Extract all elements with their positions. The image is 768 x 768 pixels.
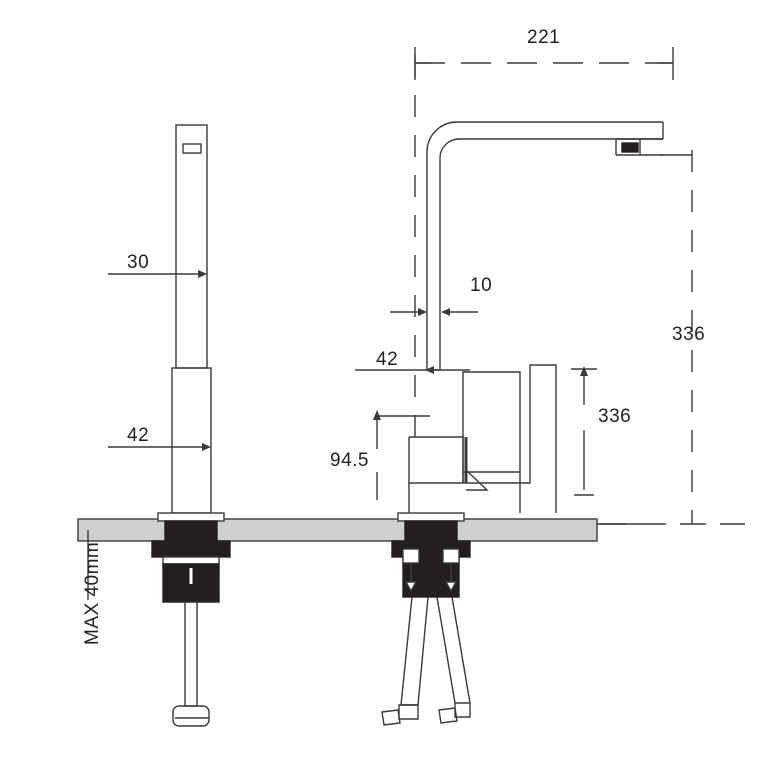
dimension-221-line [414, 47, 674, 80]
supply-hoses [381, 596, 471, 726]
dimension-label-10: 10 [470, 275, 493, 296]
dimension-42-right-leader [355, 366, 470, 374]
dimension-label-42-right: 42 [376, 349, 399, 370]
dimension-30-leader [108, 270, 207, 278]
dimension-label-336-right: 336 [672, 324, 706, 345]
left-valve-body [171, 367, 212, 514]
dimension-label-max-40mm: MAX 40mm [82, 541, 103, 645]
dimension-336-arrow [571, 366, 597, 496]
spout-arm [426, 121, 664, 371]
dimension-label-42-left: 42 [127, 425, 150, 446]
dimension-label-30: 30 [127, 252, 150, 273]
dimension-label-94-5: 94.5 [330, 450, 369, 471]
dimension-10-arrows [390, 308, 478, 316]
dimension-945-arrow [373, 410, 430, 500]
left-threaded-rod [172, 601, 210, 727]
counter-top [77, 518, 640, 542]
left-handle [175, 124, 208, 369]
right-deck-mount [391, 512, 471, 598]
mixer-valve-body [408, 364, 557, 513]
left-deck-mount [151, 512, 231, 603]
dimension-42-left-leader [108, 443, 211, 451]
dimension-label-336-left: 336 [598, 406, 632, 427]
dimension-label-221: 221 [527, 27, 561, 48]
